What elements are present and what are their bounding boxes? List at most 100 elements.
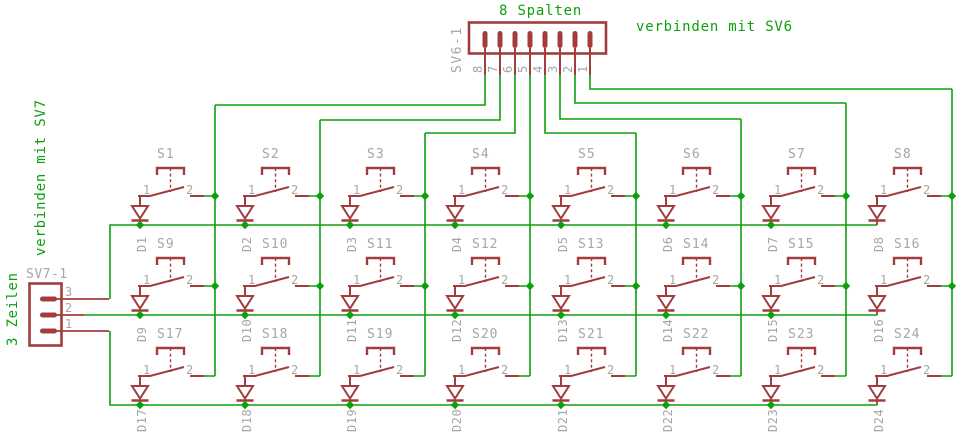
diode-name-label: D9 <box>135 327 149 342</box>
sv7-note: verbinden mit SV7 <box>33 99 49 256</box>
switch-pin1-number: 1 <box>564 363 571 377</box>
sv6-pin-number: 1 <box>576 66 590 73</box>
switch-lever <box>769 276 816 287</box>
diode-triangle <box>551 205 571 221</box>
switch-pin1-number: 1 <box>248 363 255 377</box>
diode-D17[interactable]: D17 <box>130 376 150 432</box>
sv6-pin-contact <box>527 31 533 48</box>
switch-pin2-number: 2 <box>396 273 403 287</box>
switch-lever <box>348 276 395 287</box>
sv6-note: verbinden mit SV6 <box>636 19 793 35</box>
switch-pin1-number: 1 <box>353 363 360 377</box>
switch-lever <box>348 186 395 197</box>
diode-D12[interactable]: D12 <box>445 286 465 342</box>
diode-name-label: D10 <box>240 319 254 342</box>
diode-D11[interactable]: D11 <box>340 286 360 342</box>
net-wire-path[interactable] <box>84 75 953 406</box>
connector-sv6[interactable] <box>467 21 608 76</box>
diode-D13[interactable]: D13 <box>551 286 571 342</box>
switch-pin1-number: 1 <box>669 273 676 287</box>
diode-D8[interactable]: D8 <box>867 196 887 252</box>
switch-lever <box>138 276 185 287</box>
diode-D4[interactable]: D4 <box>445 196 465 252</box>
sv7-pin-number: 1 <box>65 317 72 331</box>
diode-name-label: D22 <box>661 409 675 432</box>
switch-lever <box>769 366 816 377</box>
switch-name-label: S17 <box>157 327 183 342</box>
diode-D19[interactable]: D19 <box>340 376 360 432</box>
net-wires[interactable] <box>84 75 953 406</box>
sv6-pin-number: 6 <box>501 66 515 73</box>
diode-triangle <box>340 205 360 221</box>
rows-heading: 3 Zeilen <box>5 272 21 346</box>
sv6-pin-contact <box>482 31 488 48</box>
switch-lever <box>453 366 500 377</box>
diode-D22[interactable]: D22 <box>656 376 676 432</box>
diode-D21[interactable]: D21 <box>551 376 571 432</box>
switch-pin1-number: 1 <box>143 363 150 377</box>
switch-name-label: S1 <box>157 147 175 162</box>
diode-triangle <box>235 295 255 311</box>
sv6-box-outline[interactable] <box>467 21 608 55</box>
switch-lever <box>875 366 922 377</box>
sv7-pin-contact <box>40 312 57 318</box>
diode-D23[interactable]: D23 <box>761 376 781 432</box>
diode-name-label: D1 <box>135 237 149 252</box>
switch-lever <box>453 186 500 197</box>
switch-lever <box>243 366 290 377</box>
diode-D18[interactable]: D18 <box>235 376 255 432</box>
diode-D2[interactable]: D2 <box>235 196 255 252</box>
switch-pin2-number: 2 <box>923 273 930 287</box>
diode-name-label: D23 <box>766 409 780 432</box>
switch-pin1-number: 1 <box>458 273 465 287</box>
diode-D10[interactable]: D10 <box>235 286 255 342</box>
sv6-pin-number: 8 <box>471 66 485 73</box>
diode-name-label: D15 <box>766 319 780 342</box>
diode-name-label: D4 <box>450 237 464 252</box>
diode-triangle <box>551 385 571 401</box>
switch-pin2-number: 2 <box>396 183 403 197</box>
sv6-pin-number: 3 <box>546 66 560 73</box>
diode-D15[interactable]: D15 <box>761 286 781 342</box>
diode-D16[interactable]: D16 <box>867 286 887 342</box>
diode-D14[interactable]: D14 <box>656 286 676 342</box>
diode-D24[interactable]: D24 <box>867 376 887 432</box>
diode-name-label: D3 <box>345 237 359 252</box>
switch-name-label: S23 <box>788 327 814 342</box>
diode-D7[interactable]: D7 <box>761 196 781 252</box>
switch-pin1-number: 1 <box>774 363 781 377</box>
switch-pin2-number: 2 <box>501 273 508 287</box>
connector-sv7[interactable] <box>28 282 110 347</box>
diode-D3[interactable]: D3 <box>340 196 360 252</box>
diode-name-label: D2 <box>240 237 254 252</box>
diode-name-label: D13 <box>556 319 570 342</box>
diode-triangle <box>656 385 676 401</box>
diode-triangle <box>340 385 360 401</box>
switch-name-label: S2 <box>262 147 280 162</box>
switch-lever <box>559 366 606 377</box>
